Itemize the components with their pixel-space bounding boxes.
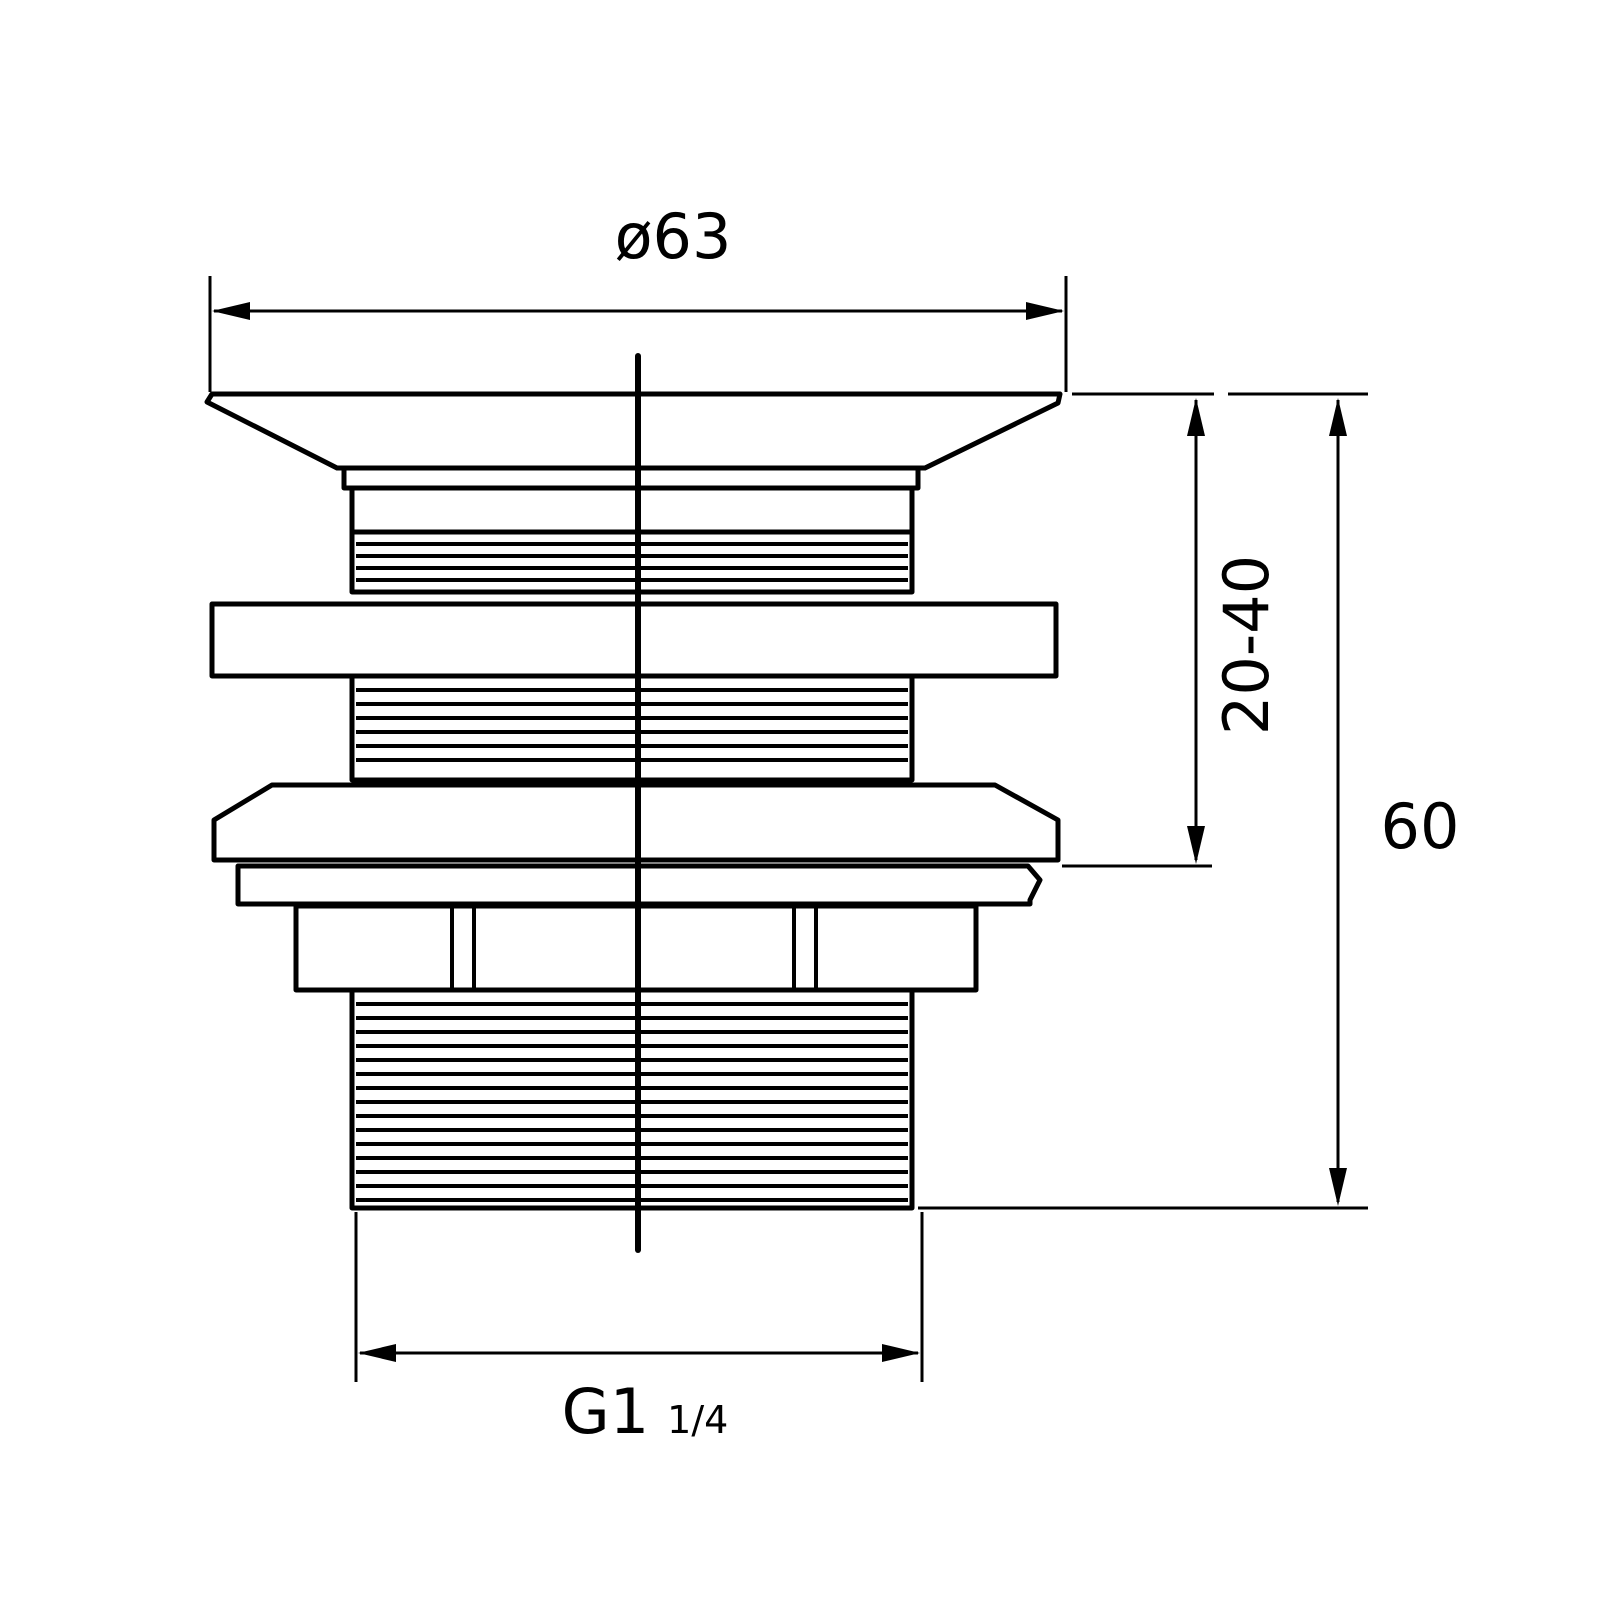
top-diameter-label: ø63 <box>615 200 732 273</box>
arrow-right-icon <box>1026 302 1064 320</box>
middle-thread <box>349 673 915 783</box>
total-height-dimension: 60 <box>918 392 1460 1210</box>
arrow-right-icon <box>882 1344 920 1362</box>
clamp-range-label: 20-40 <box>1210 555 1283 735</box>
flange-neck <box>341 465 921 491</box>
upper-thread <box>349 529 915 595</box>
clamp-range-dimension: 20-40 <box>1062 392 1283 868</box>
arrow-down-icon <box>1187 826 1205 864</box>
total-height-label: 60 <box>1381 790 1460 863</box>
arrow-up-icon <box>1329 398 1347 436</box>
clamp-washer <box>209 601 1059 679</box>
top-flange <box>204 391 1063 471</box>
lower-thread <box>349 987 915 1211</box>
arrow-down-icon <box>1329 1168 1347 1206</box>
arrow-left-icon <box>212 302 250 320</box>
drain-body <box>204 391 1063 1211</box>
thread-size-label: G1 1/4 <box>562 1375 729 1448</box>
upper-body <box>349 485 915 535</box>
arrow-up-icon <box>1187 398 1205 436</box>
top-diameter-dimension: ø63 <box>208 200 1068 392</box>
thread-fraction-label: 1/4 <box>667 1398 728 1442</box>
thread-size-dimension: G1 1/4 <box>354 1212 924 1448</box>
arrow-left-icon <box>358 1344 396 1362</box>
thread-main-label: G1 <box>562 1375 650 1448</box>
